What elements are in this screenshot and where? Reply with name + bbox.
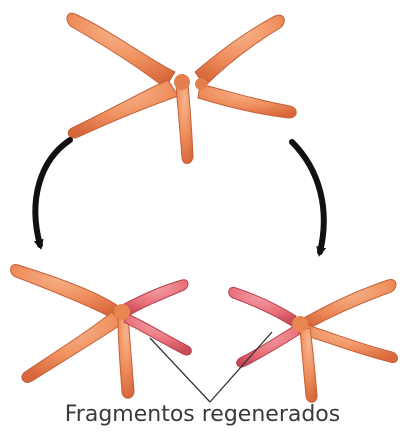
lower-left-arm — [68, 80, 178, 138]
left-fragment — [67, 13, 193, 163]
right-arm — [198, 84, 296, 118]
regenerated-arm-left-b — [124, 314, 191, 355]
arrow-left — [35, 140, 70, 245]
regenerated-arm-right-a — [229, 287, 296, 326]
starfish-regenerated-left — [11, 265, 192, 399]
top-left-arm — [67, 13, 175, 88]
pointer-right — [210, 332, 272, 402]
top-right-arm — [195, 15, 284, 86]
right-fragment — [195, 15, 296, 118]
starfish-regenerated-right — [229, 279, 398, 402]
regenerated-arm-left-a — [124, 280, 188, 316]
caption-label: Fragmentos regenerados — [0, 402, 405, 428]
arrow-right — [292, 142, 324, 252]
starfish-fragmented — [67, 13, 296, 163]
bottom-arm — [176, 84, 193, 164]
